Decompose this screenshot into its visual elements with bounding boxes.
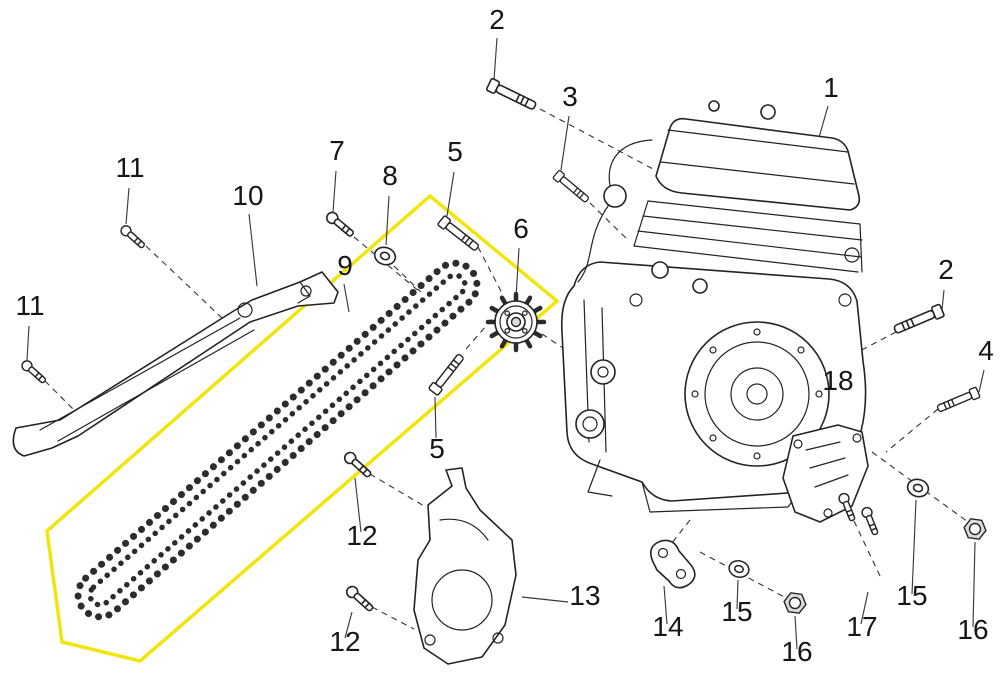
bolt-5-mid — [427, 351, 467, 397]
bracket — [650, 539, 696, 589]
bolt-7 — [323, 209, 357, 240]
label-15-mid: 15 — [721, 596, 752, 627]
label-18: 18 — [822, 365, 853, 396]
bolt-2-top — [485, 77, 539, 113]
bolt-12-lower — [343, 583, 377, 615]
label-16-mid: 16 — [781, 636, 812, 667]
label-6: 6 — [513, 213, 529, 244]
label-16-right: 16 — [957, 614, 988, 645]
sprocket-cover — [413, 467, 517, 665]
bolt-11-top — [118, 223, 148, 251]
output-shaft — [590, 359, 616, 385]
label-10: 10 — [232, 180, 263, 211]
leader-lines — [26, 37, 985, 650]
label-4: 4 — [978, 335, 994, 366]
clutch-cover — [684, 321, 830, 467]
bolt-4 — [935, 386, 981, 415]
label-13: 13 — [569, 580, 600, 611]
bolt-3 — [552, 169, 592, 205]
label-11-left: 11 — [15, 290, 44, 321]
nut-16-right — [962, 517, 988, 541]
label-14: 14 — [652, 611, 683, 642]
washer-8 — [371, 243, 399, 269]
bolt-2-right — [891, 303, 946, 337]
label-9: 9 — [337, 250, 353, 281]
label-2-top: 2 — [489, 4, 505, 35]
label-11-top: 11 — [115, 152, 144, 183]
washer-15-mid — [726, 557, 752, 581]
label-7: 7 — [329, 135, 345, 166]
label-15-right: 15 — [896, 580, 927, 611]
washer-15-right — [904, 476, 932, 500]
highlight-outline — [45, 193, 560, 663]
chain-guard — [782, 424, 869, 523]
label-17: 17 — [846, 611, 877, 642]
label-3: 3 — [562, 81, 578, 112]
label-5-top: 5 — [447, 136, 463, 167]
part-labels: 1 2 3 2 4 5 5 6 7 8 9 10 11 11 12 12 13 … — [15, 4, 993, 667]
label-12-upper: 12 — [346, 520, 377, 551]
label-5-mid: 5 — [429, 433, 445, 464]
label-12-lower: 12 — [329, 626, 360, 657]
bolt-11-left — [19, 358, 49, 386]
engine-assembly — [560, 100, 867, 513]
label-8: 8 — [382, 160, 398, 191]
nut-16-mid — [782, 591, 808, 615]
highlight-polygon — [45, 193, 560, 663]
drive-chain — [74, 259, 481, 621]
chain-guide — [12, 271, 339, 457]
label-2-right: 2 — [938, 254, 954, 285]
drive-sprocket — [488, 294, 544, 350]
label-1: 1 — [823, 72, 839, 103]
bolt-17-b — [859, 505, 882, 537]
